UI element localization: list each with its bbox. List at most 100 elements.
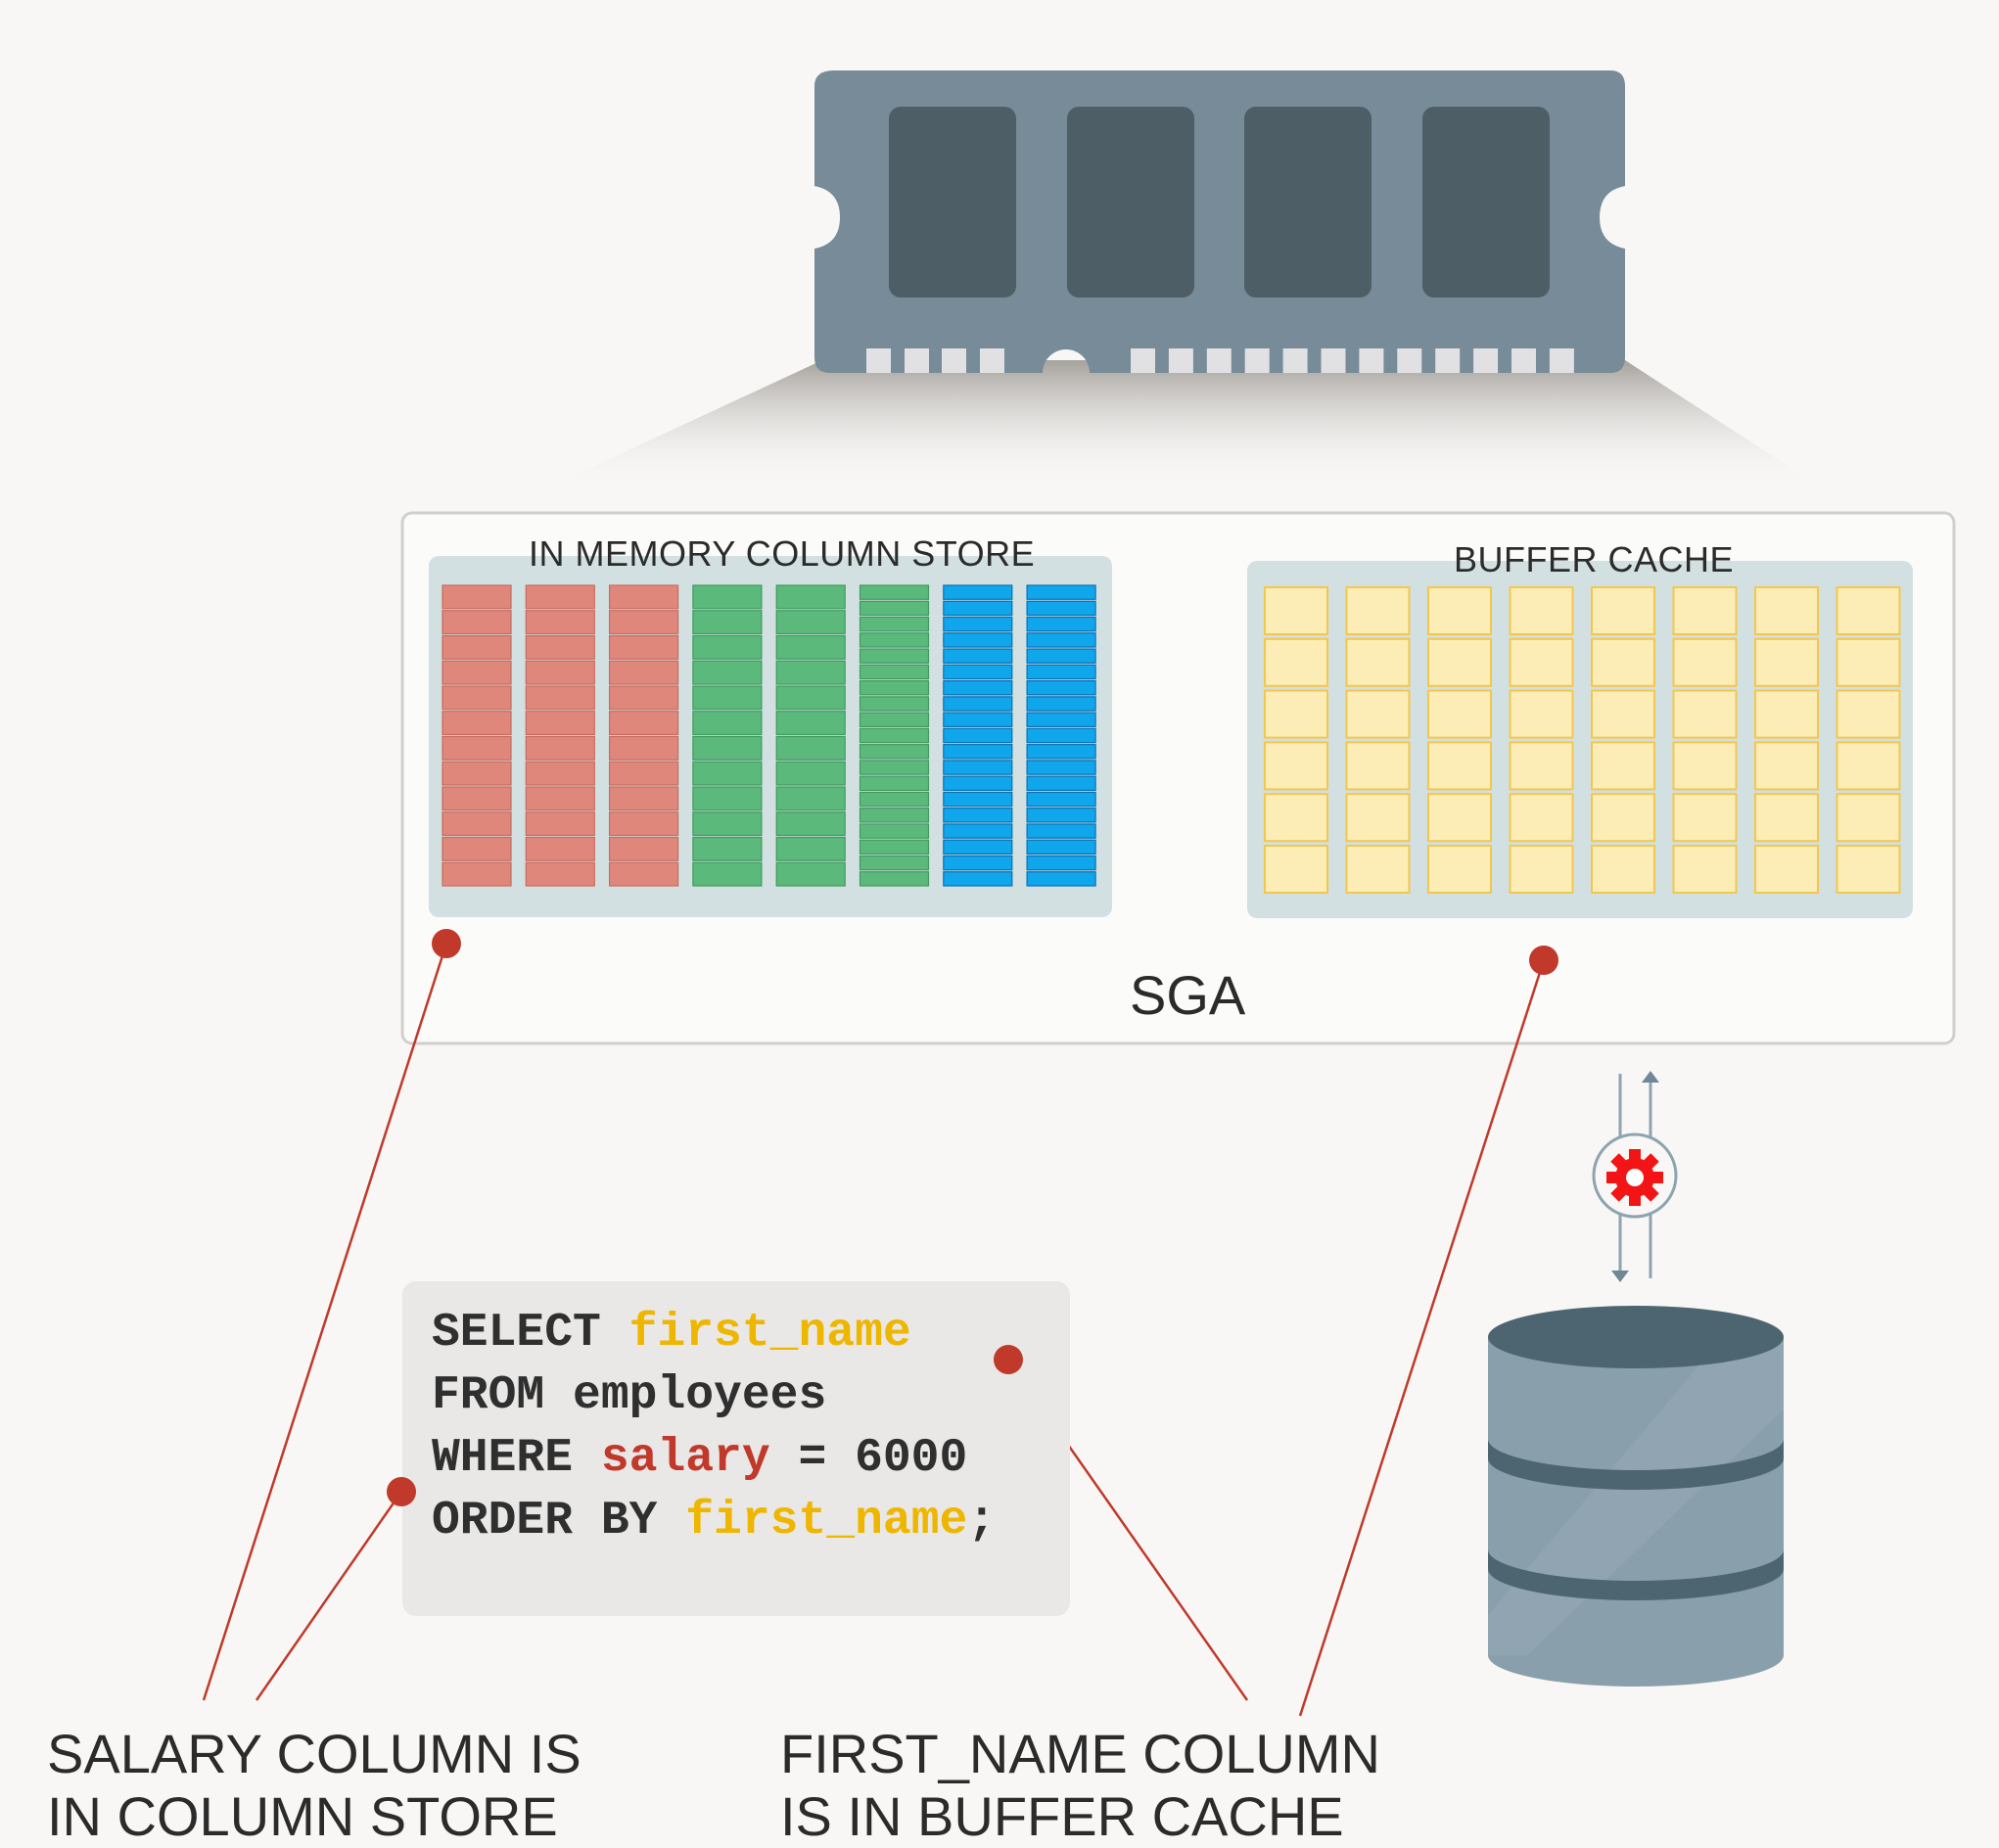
buffer-cache-blocks bbox=[1264, 586, 1901, 894]
ram-pin bbox=[1435, 348, 1461, 373]
column-store-cell bbox=[525, 836, 595, 861]
column-store-cell bbox=[442, 861, 512, 887]
buffer-cache-block bbox=[1345, 637, 1411, 687]
column-store-cell bbox=[943, 648, 1013, 664]
column-store-cell bbox=[525, 634, 595, 660]
column-store-cell bbox=[525, 735, 595, 761]
column-store-cell bbox=[442, 836, 512, 861]
callout-line-column-store bbox=[202, 943, 448, 1701]
caption-line: SALARY COLUMN IS bbox=[47, 1723, 581, 1784]
column-store-cell bbox=[943, 616, 1013, 632]
column-store-cell bbox=[692, 786, 763, 811]
column-store-cell bbox=[692, 735, 763, 761]
caption-salary-column: SALARY COLUMN IS IN COLUMN STORE bbox=[47, 1723, 581, 1848]
buffer-cache-block bbox=[1264, 741, 1328, 791]
column-store-cell bbox=[1026, 679, 1096, 696]
buffer-cache-block bbox=[1345, 793, 1411, 843]
buffer-cache-block bbox=[1836, 689, 1901, 739]
column-store-cell bbox=[775, 634, 846, 660]
sql-column-first-name: first_name bbox=[628, 1307, 911, 1360]
column-store-cell bbox=[943, 600, 1013, 617]
buffer-cache-block bbox=[1754, 845, 1819, 894]
column-store-cell bbox=[859, 808, 930, 823]
buffer-cache-title: BUFFER CACHE bbox=[1454, 539, 1735, 579]
buffer-cache-block bbox=[1427, 793, 1492, 843]
column-store-cell bbox=[943, 855, 1013, 871]
column-store-cell bbox=[525, 761, 595, 786]
ram-chip bbox=[1067, 107, 1194, 298]
column-store-cell bbox=[859, 855, 930, 871]
column-store-panel bbox=[429, 556, 1112, 917]
column-store-cell bbox=[859, 775, 930, 792]
ram-chip bbox=[1244, 107, 1371, 298]
ram-pin bbox=[1321, 348, 1346, 373]
column-store-cell bbox=[442, 685, 512, 711]
buffer-cache-block bbox=[1509, 586, 1574, 635]
column-store-cell bbox=[1026, 712, 1096, 727]
buffer-cache-block bbox=[1264, 689, 1328, 739]
column-store-cell bbox=[608, 761, 679, 786]
column-store-cell bbox=[859, 744, 930, 760]
column-store-cell bbox=[859, 664, 930, 680]
column-store-cell bbox=[1026, 871, 1096, 887]
buffer-cache-block bbox=[1509, 845, 1574, 894]
sga-label: SGA bbox=[1130, 964, 1246, 1026]
sql-condition: = 6000 bbox=[769, 1432, 968, 1485]
column-store-cell bbox=[775, 660, 846, 685]
sql-line-order-by: ORDER BY first_name; bbox=[432, 1495, 996, 1548]
column-store-cell bbox=[608, 711, 679, 736]
ram-pin bbox=[866, 348, 891, 373]
column-store-cell bbox=[1026, 727, 1096, 744]
buffer-cache-block bbox=[1836, 793, 1901, 843]
column-store-cell bbox=[859, 823, 930, 839]
ram-pin bbox=[1473, 348, 1499, 373]
column-store-cell bbox=[1026, 600, 1096, 617]
column-store-cell bbox=[775, 861, 846, 887]
column-store-cell bbox=[775, 811, 846, 837]
column-store-cell bbox=[943, 727, 1013, 744]
sql-keyword: WHERE bbox=[432, 1432, 601, 1485]
column-store-cell bbox=[692, 584, 763, 610]
column-store-cell bbox=[775, 711, 846, 736]
column-store-cell bbox=[442, 660, 512, 685]
column-store-cell bbox=[943, 791, 1013, 808]
column-store-cell bbox=[608, 861, 679, 887]
buffer-cache-block bbox=[1345, 689, 1411, 739]
column-store-cell bbox=[1026, 808, 1096, 823]
column-store-cell bbox=[943, 760, 1013, 775]
buffer-cache-panel bbox=[1247, 561, 1913, 918]
buffer-cache-block bbox=[1672, 689, 1738, 739]
column-store-title: IN MEMORY COLUMN STORE bbox=[529, 533, 1036, 574]
ram-pin bbox=[980, 348, 1004, 373]
sql-from-clause: FROM employees bbox=[432, 1369, 827, 1422]
ram-pin bbox=[1549, 348, 1574, 373]
projection-shadow bbox=[548, 360, 1821, 487]
buffer-cache-block bbox=[1836, 586, 1901, 635]
column-store-cell bbox=[943, 871, 1013, 887]
column-store-cell bbox=[525, 610, 595, 635]
column-store-cell bbox=[859, 791, 930, 808]
buffer-cache-block bbox=[1754, 793, 1819, 843]
column-store-cell bbox=[442, 811, 512, 837]
ram-chip bbox=[889, 107, 1016, 298]
column-store-cell bbox=[859, 648, 930, 664]
buffer-cache-block bbox=[1591, 637, 1655, 687]
ram-pin bbox=[1359, 348, 1384, 373]
buffer-cache-block bbox=[1754, 586, 1819, 635]
column-store-cell bbox=[859, 632, 930, 648]
column-store-cell bbox=[943, 696, 1013, 712]
column-store-cell bbox=[775, 685, 846, 711]
column-store-cell bbox=[943, 808, 1013, 823]
buffer-cache-block bbox=[1345, 586, 1411, 635]
column-store-cell bbox=[608, 685, 679, 711]
column-store-cell bbox=[859, 712, 930, 727]
column-store-cell bbox=[525, 660, 595, 685]
column-store-cell bbox=[692, 660, 763, 685]
buffer-cache-block bbox=[1672, 586, 1738, 635]
column-store-cell bbox=[775, 836, 846, 861]
buffer-cache-block bbox=[1427, 845, 1492, 894]
sql-line-from: FROM employees bbox=[432, 1369, 826, 1422]
buffer-cache-block bbox=[1345, 741, 1411, 791]
column-store-cell bbox=[1026, 648, 1096, 664]
sql-column-first-name: first_name bbox=[685, 1495, 968, 1548]
